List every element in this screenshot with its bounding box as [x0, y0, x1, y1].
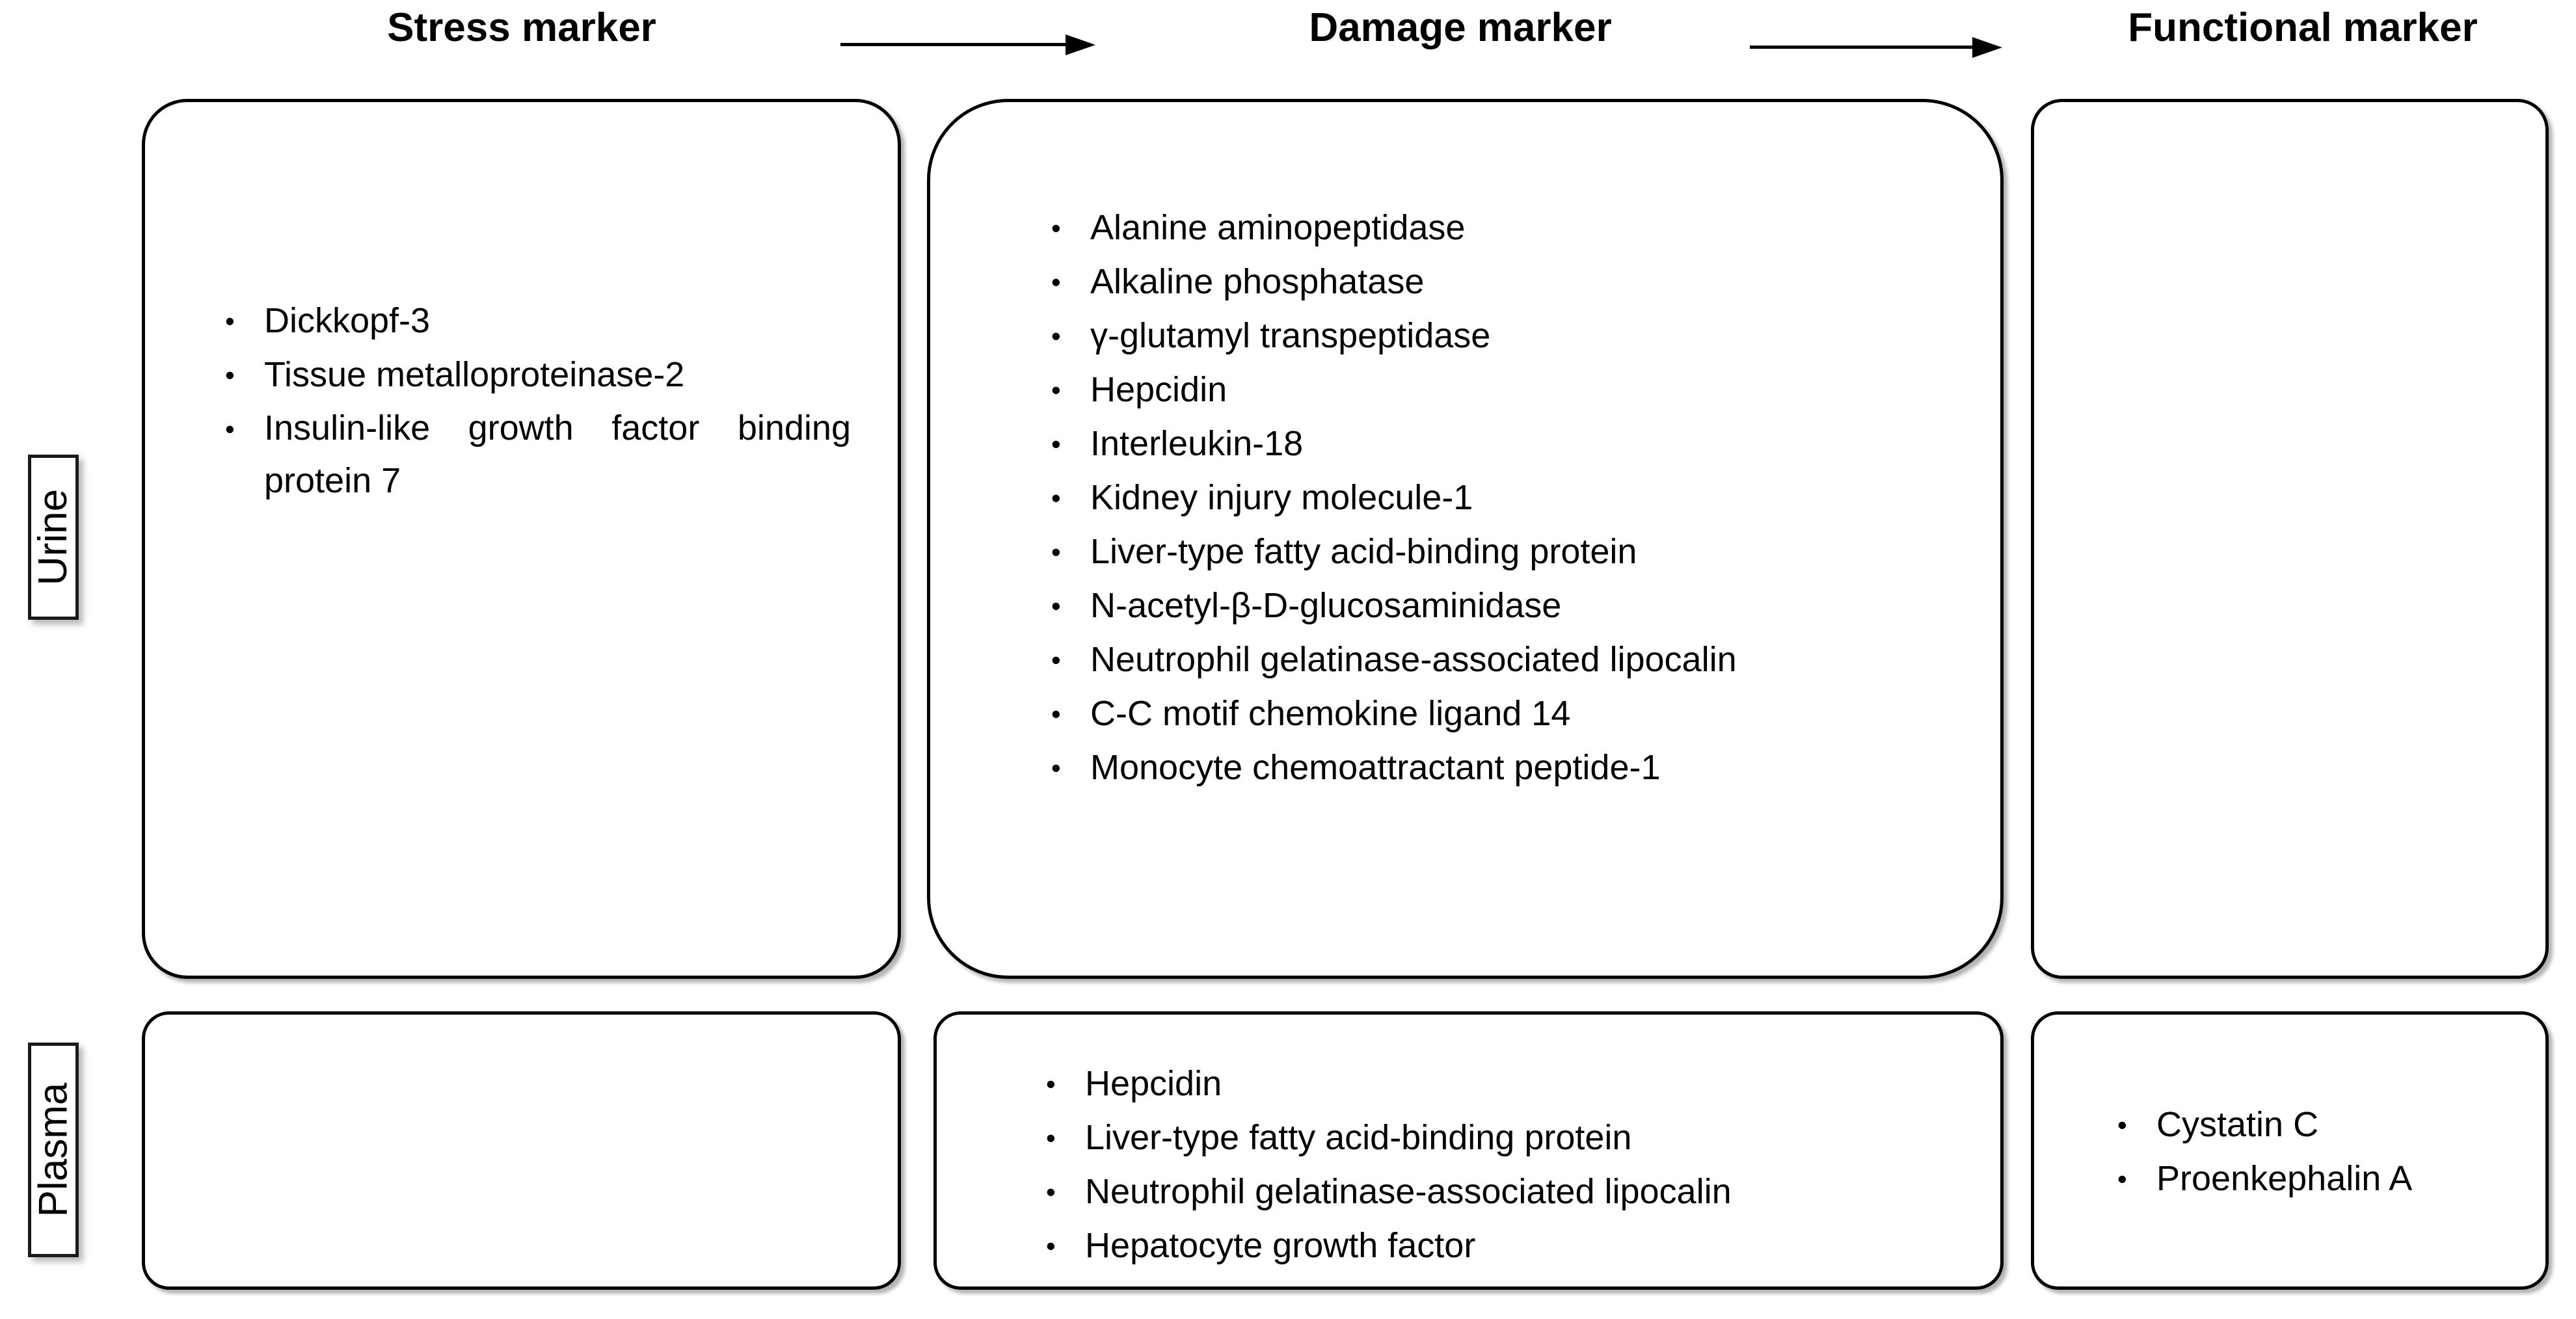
list-item: Liver-type fatty acid-binding protein	[1034, 1111, 1965, 1165]
list-item: γ-glutamyl transpeptidase	[1040, 309, 1970, 363]
list-item: Dickkopf-3	[213, 294, 851, 348]
list-item: Hepcidin	[1034, 1057, 1965, 1111]
list-item: Kidney injury molecule-1	[1040, 471, 1970, 525]
list-item: Interleukin-18	[1040, 417, 1970, 471]
column-header-damage-marker: Damage marker	[1309, 5, 1612, 50]
box-plasma-damage-marker: Hepcidin Liver-type fatty acid-binding p…	[933, 1011, 2004, 1290]
list-item: Hepatocyte growth factor	[1034, 1219, 1965, 1273]
list-item: C-C motif chemokine ligand 14	[1040, 687, 1970, 741]
list-plasma-damage-markers: Hepcidin Liver-type fatty acid-binding p…	[1034, 1057, 1965, 1273]
box-plasma-stress-marker-empty	[142, 1011, 901, 1290]
arrow-head	[1066, 34, 1095, 55]
row-label-plasma: Plasma	[28, 1043, 79, 1257]
box-urine-damage-marker: Alanine aminopeptidase Alkaline phosphat…	[927, 99, 2004, 979]
arrow-head	[1972, 37, 2002, 58]
list-item: Hepcidin	[1040, 363, 1970, 417]
list-urine-damage-markers: Alanine aminopeptidase Alkaline phosphat…	[1040, 201, 1970, 795]
list-item: Cystatin C	[2106, 1098, 2522, 1152]
column-header-stress-marker: Stress marker	[387, 5, 656, 50]
arrow-shaft	[1750, 46, 1974, 49]
box-urine-stress-marker: Dickkopf-3 Tissue metalloproteinase-2 In…	[142, 99, 901, 979]
row-label-urine-text: Urine	[31, 488, 76, 586]
row-label-urine: Urine	[28, 455, 79, 620]
row-label-plasma-text: Plasma	[31, 1082, 75, 1218]
list-item: Monocyte chemoattractant peptide-1	[1040, 741, 1970, 795]
column-header-functional-marker: Functional marker	[2128, 5, 2478, 50]
arrow-shaft	[840, 43, 1067, 46]
list-item: Alkaline phosphatase	[1040, 255, 1970, 309]
list-urine-stress-markers: Dickkopf-3 Tissue metalloproteinase-2 In…	[213, 294, 851, 507]
list-item: N-acetyl-β-D-glucosaminidase	[1040, 579, 1970, 633]
list-item: Neutrophil gelatinase-associated lipocal…	[1034, 1165, 1965, 1219]
arrow-right-icon-stress-to-damage	[840, 31, 1095, 57]
list-item: Liver-type fatty acid-binding protein	[1040, 525, 1970, 579]
list-item: Insulin-like growth factor binding prote…	[213, 402, 851, 507]
list-item: Tissue metalloproteinase-2	[213, 348, 851, 402]
list-item: Alanine aminopeptidase	[1040, 201, 1970, 255]
list-item: Proenkephalin A	[2106, 1152, 2522, 1206]
box-plasma-functional-marker: Cystatin C Proenkephalin A	[2031, 1011, 2549, 1290]
arrow-right-icon-damage-to-functional	[1750, 34, 2004, 60]
box-urine-functional-marker-empty	[2031, 99, 2549, 979]
list-plasma-functional-markers: Cystatin C Proenkephalin A	[2106, 1098, 2522, 1206]
list-item: Neutrophil gelatinase-associated lipocal…	[1040, 633, 1970, 687]
